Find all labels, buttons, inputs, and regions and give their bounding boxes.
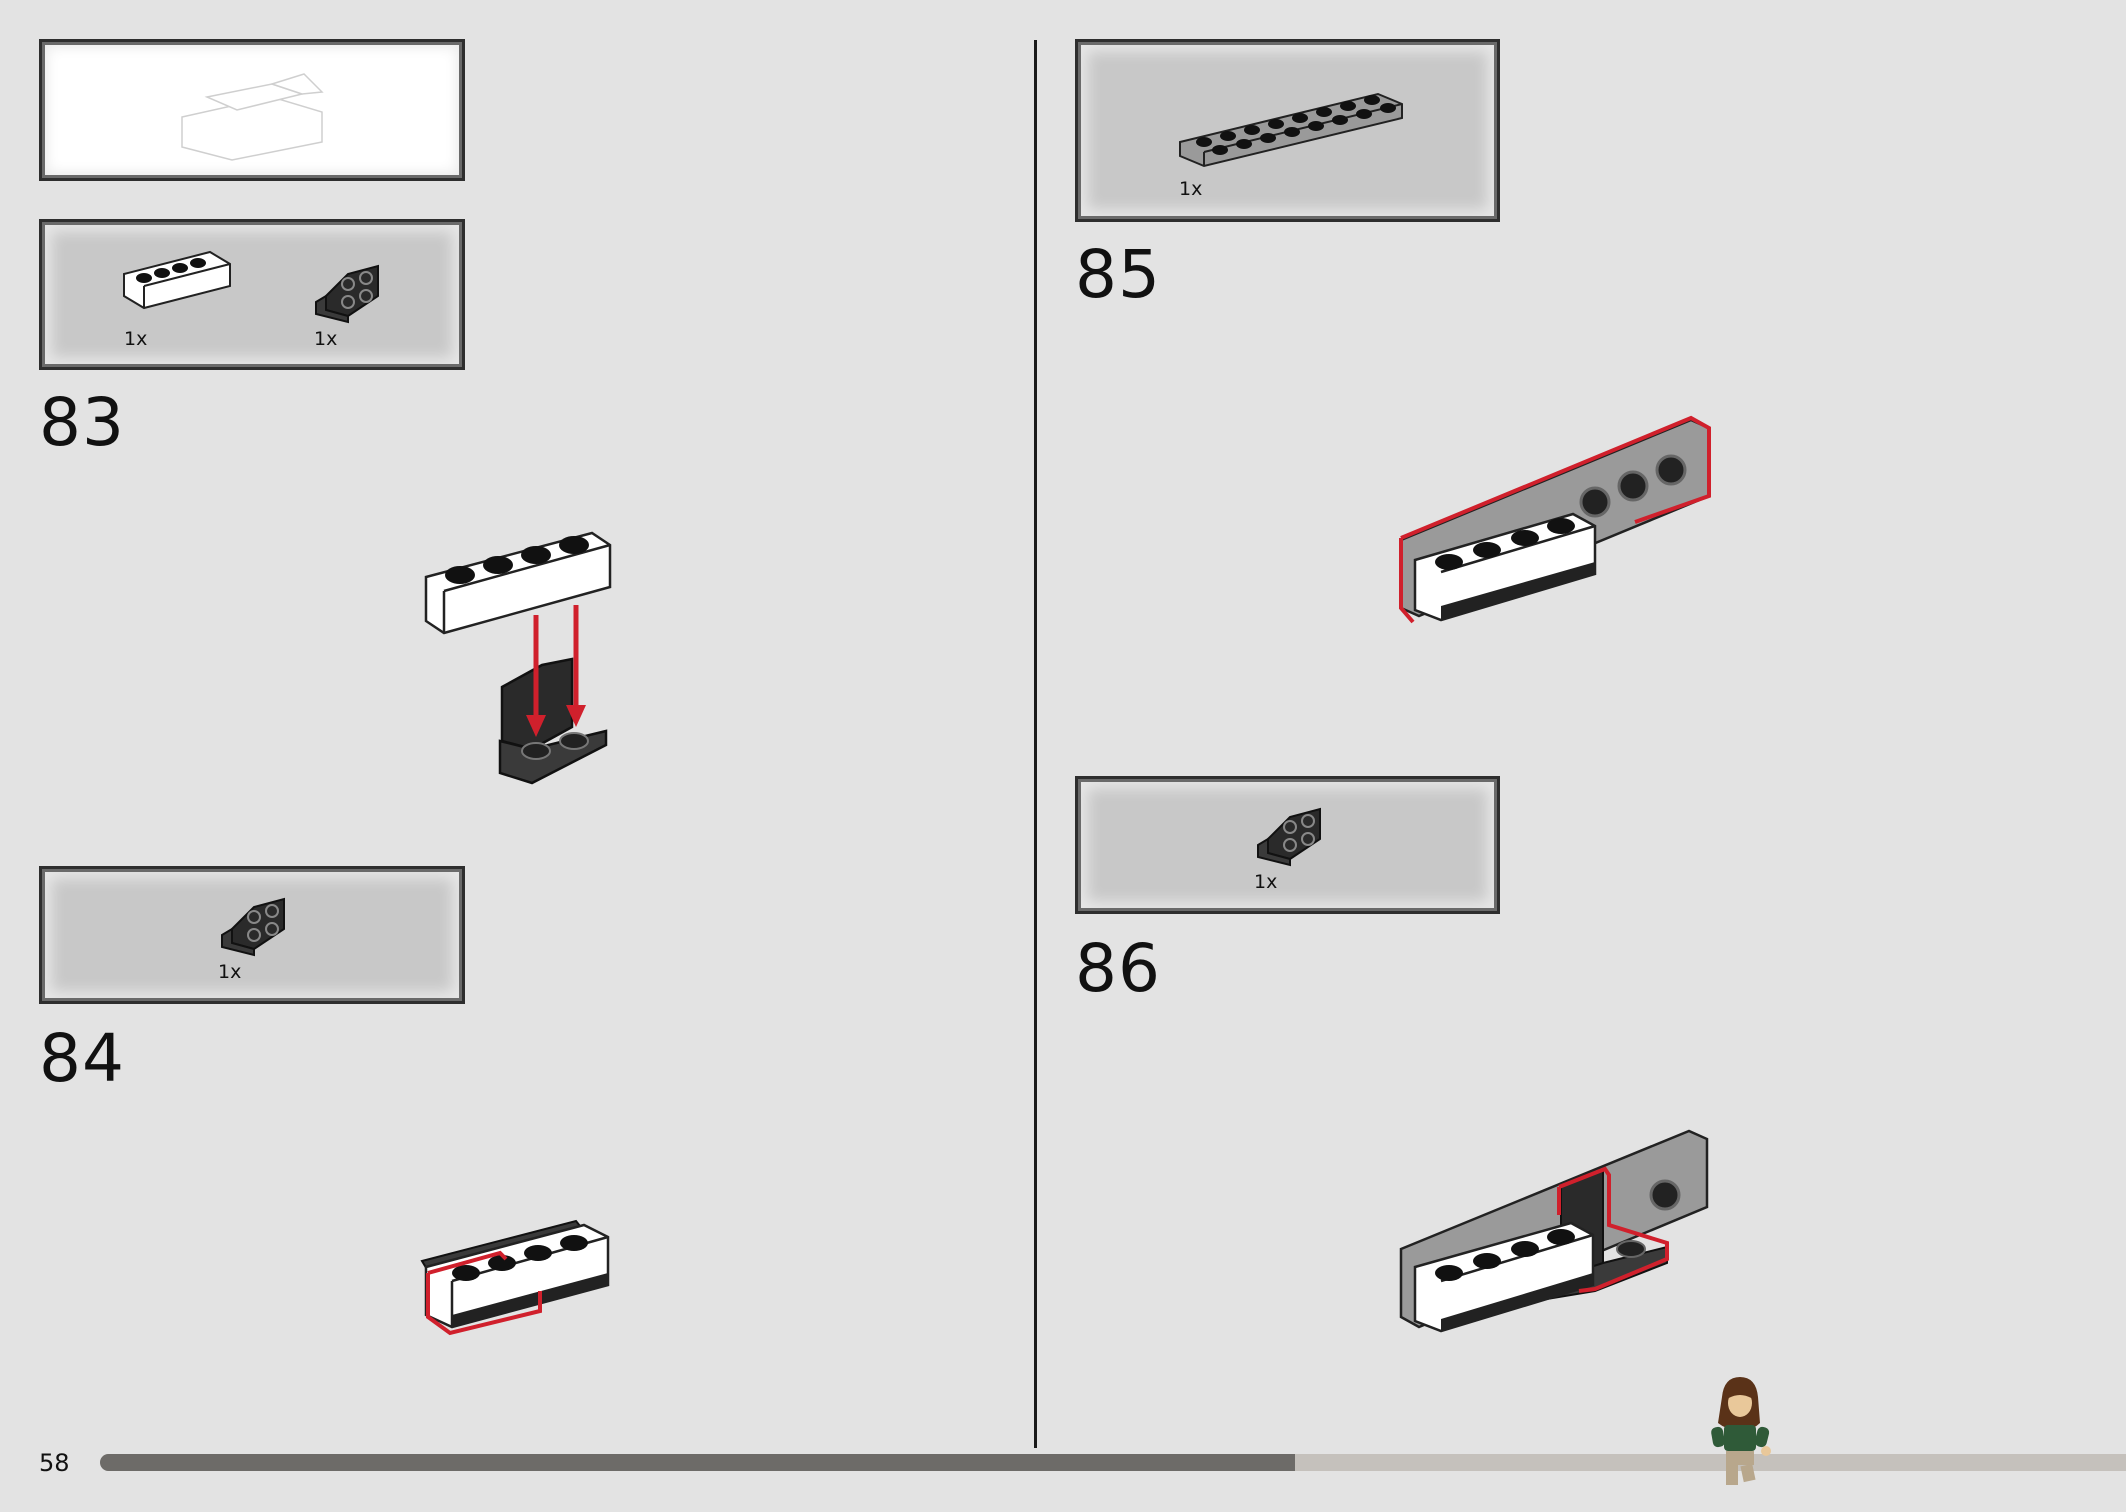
submodel-preview-box (39, 39, 465, 181)
step-85-parts-box: 1x (1075, 39, 1500, 222)
brick-1x4-white-icon (123, 250, 231, 310)
submodel-preview-image (181, 73, 324, 161)
angle-bracket-black-icon (221, 897, 285, 957)
plate-2x8-grey-icon (1179, 92, 1403, 168)
step-84-part-1-qty: 1x (218, 961, 242, 983)
step-85-number: 85 (1075, 236, 1161, 313)
step-86-part-1-qty: 1x (1254, 871, 1278, 893)
step-86-number: 86 (1075, 930, 1161, 1007)
step-85-illustration (1399, 415, 1711, 624)
step-83-part-2-qty: 1x (314, 328, 338, 350)
progress-bar (100, 1454, 2126, 1471)
step-84-number: 84 (39, 1020, 125, 1097)
step-83-illustration (424, 531, 612, 785)
progress-bar-fill (100, 1454, 1295, 1471)
step-86-parts-box: 1x (1075, 776, 1500, 914)
step-86-illustration (1399, 1129, 1709, 1333)
step-84-illustration (420, 1219, 610, 1336)
step-85-part-1-qty: 1x (1179, 178, 1203, 200)
step-83-parts-box: 1x 1x (39, 219, 465, 370)
step-84-parts-box: 1x (39, 866, 465, 1004)
step-83-part-1-qty: 1x (124, 328, 148, 350)
page-number: 58 (39, 1449, 70, 1477)
angle-bracket-black-icon (1257, 807, 1321, 867)
angle-bracket-black-icon (315, 264, 379, 324)
step-83-number: 83 (39, 384, 125, 461)
minifigure-icon (1711, 1377, 1771, 1485)
page-divider (1034, 40, 1037, 1448)
